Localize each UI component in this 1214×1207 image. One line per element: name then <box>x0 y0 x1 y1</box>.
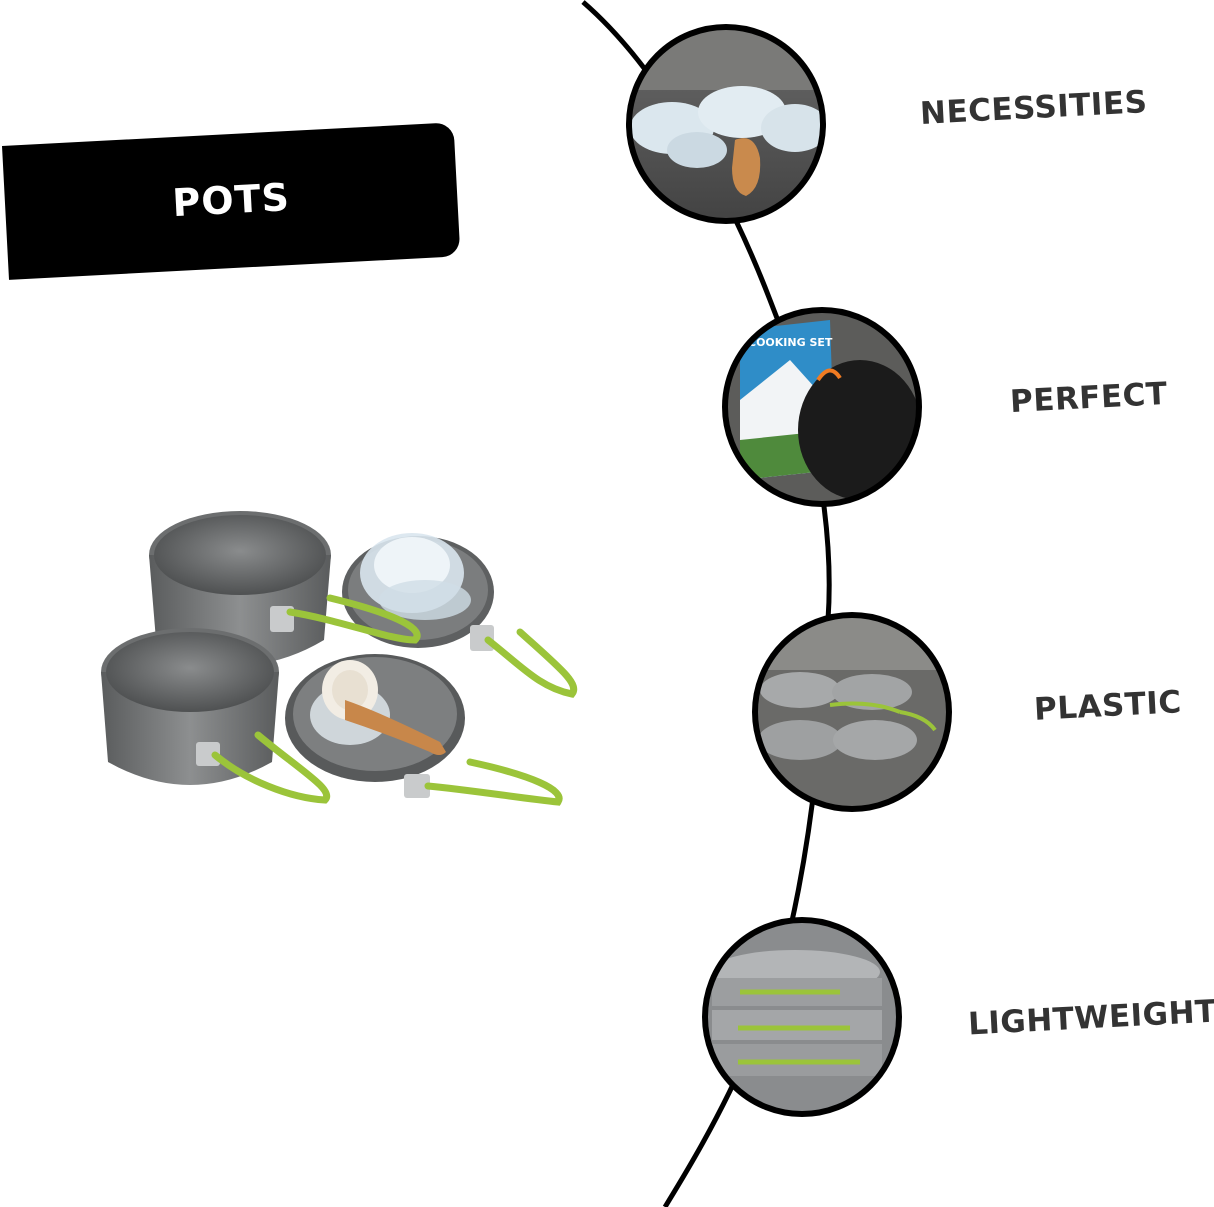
storage-bag-photo-icon: COOKING SET <box>722 307 922 507</box>
feature-label-plastic: PLASTIC <box>1033 684 1183 728</box>
bowls-photo-icon <box>626 24 826 224</box>
stacked-pots-photo-icon <box>702 917 902 1117</box>
cookware-set-image <box>101 511 578 806</box>
thumbnail-box-text: COOKING SET <box>748 336 833 349</box>
cookware-set-photo-icon <box>752 612 952 812</box>
